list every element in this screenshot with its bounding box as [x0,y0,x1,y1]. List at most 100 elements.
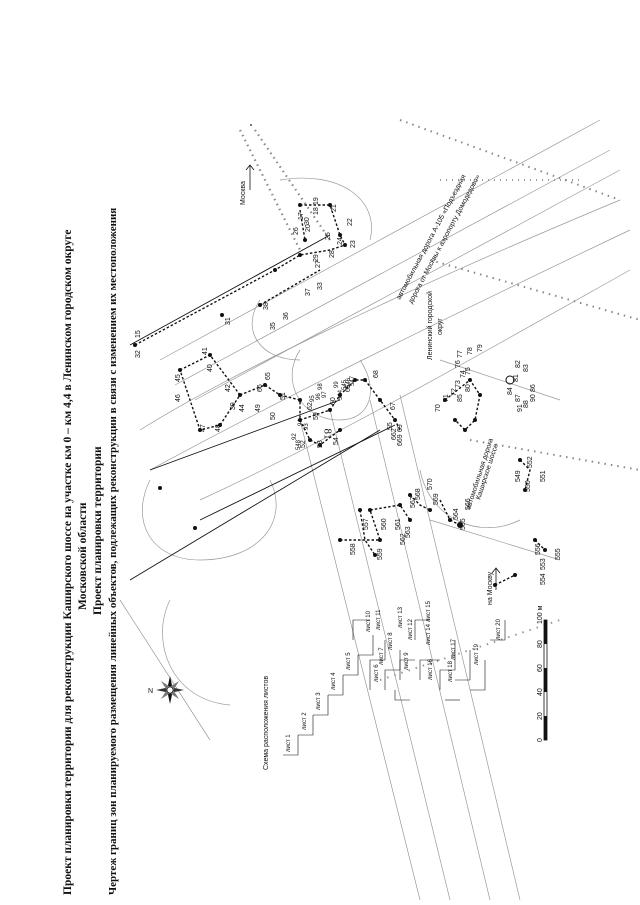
point-label: 71 [443,394,450,402]
scale-tick-label: 80 [537,640,544,648]
point-label: 33 [317,282,324,290]
point-label: 92 [292,433,298,440]
point-label: 669 [397,434,404,446]
point-label: 67 [390,402,397,410]
point-label: 90 [530,394,537,402]
sheet-label: лист 8 [388,632,394,650]
point-label: 69 [397,424,404,432]
point-label: 554 [540,573,547,585]
point-label: 22 [347,218,354,226]
point-label: 65 [265,372,272,380]
point-label: 552 [527,456,534,468]
point-label: 91 [517,404,524,412]
point-label: 97 [322,391,328,398]
sheet-label: лист 13 [398,606,404,628]
point-label: 82 [515,360,522,368]
point-label: 564 [453,508,460,520]
point-label: 553 [540,558,547,570]
point-label: 546 [346,377,352,388]
sheet-label: лист 5 [346,652,352,670]
point-label: 37 [305,288,312,296]
point-label: 96 [316,393,322,400]
point-label: 20 [305,224,312,232]
point-label: 95 [310,395,316,402]
point-label: 85 [457,394,464,402]
point-label: 78 [467,347,474,355]
point-label: 569 [433,493,440,505]
point-label: 17 [298,212,305,220]
point-label: 568 [415,488,422,500]
sheet-label: лист 3 [316,692,322,710]
point-label: 567 [410,496,417,508]
point-label: 79 [477,344,484,352]
point-label: 29 [313,254,320,262]
point-label: 55 [387,422,394,430]
point-label: 84 [507,387,514,395]
point-label: 555 [555,548,562,560]
scale-tick-label: 100 м [537,605,544,624]
point-label: 550 [525,480,532,492]
point-label: 53 [317,440,324,448]
scale-tick-label: 40 [537,688,544,696]
point-label: 74 [460,370,467,378]
point-label: 77 [457,350,464,358]
point-label: 35 [270,322,277,330]
sheet-label: лист 1 [286,734,292,752]
point-label: 545 [342,379,348,390]
sheet-scheme-title: Схема расположения листов [263,676,270,770]
point-label: 87 [515,394,522,402]
sheet-label: лист 12 [408,618,414,640]
point-label: 86 [530,384,537,392]
sheet-label: лист 14 [426,623,432,645]
direction-label-to-moscow: на Москву [487,571,494,605]
point-label: 49 [255,404,262,412]
point-label: 557 [363,518,370,530]
point-label: 560 [381,518,388,530]
boundary-points [133,203,547,587]
point-label: 565 [460,518,467,530]
point-label: 559 [377,548,384,560]
sheet-label: лист 15 [426,600,432,622]
point-label: 50 [270,412,277,420]
point-label: 80 [465,384,472,392]
point-label: 62 [307,402,314,410]
arrow-direction-icon [491,567,501,590]
point-label: 66 [257,384,264,392]
point-label: 94 [298,419,304,426]
point-label: 544 [338,389,344,400]
point-label: 60 [330,397,337,405]
point-label: 21 [331,204,338,212]
district-label-line2: округ [437,318,444,335]
point-label: 570 [427,478,434,490]
point-label: 562 [400,533,407,545]
point-label: 39 [230,402,237,410]
point-label: 81 [513,374,520,382]
point-label: 70 [435,404,442,412]
point-label: 32 [135,350,142,358]
point-label: 75 [465,367,472,375]
north-label: N [148,688,153,695]
point-label: 566 [465,498,472,510]
point-label: 25 [325,232,332,240]
direction-label-moscow: Москва [240,181,247,205]
road-label-a105-line2: дорога от Москвы к аэропорту Домодедово» [408,174,482,305]
sheet-label: лист 17 [451,638,457,660]
sheet-label: лист 19 [474,643,480,665]
point-label: 45 [175,374,182,382]
point-label: 52 [300,440,307,448]
point-label: 98 [318,383,324,390]
scale-tick-label: 20 [537,712,544,720]
tree-rows [239,119,640,681]
district-label-line1: Ленинский городской [426,291,434,360]
sheet-label: лист 2 [302,712,308,730]
sheet-label: лист 16 [428,658,434,680]
point-label: 83 [523,364,530,372]
point-label: 38 [263,302,270,310]
sheet-label: лист 9 [404,652,410,670]
point-label: 42 [225,384,232,392]
point-label: 59 [313,412,320,420]
point-label: 26 [293,227,300,235]
point-label: 15 [135,330,142,338]
point-labels: 15 17 18 19 20 21 22 23 24 25 26 27 28 2… [135,197,562,585]
point-label: 549 [515,470,522,482]
